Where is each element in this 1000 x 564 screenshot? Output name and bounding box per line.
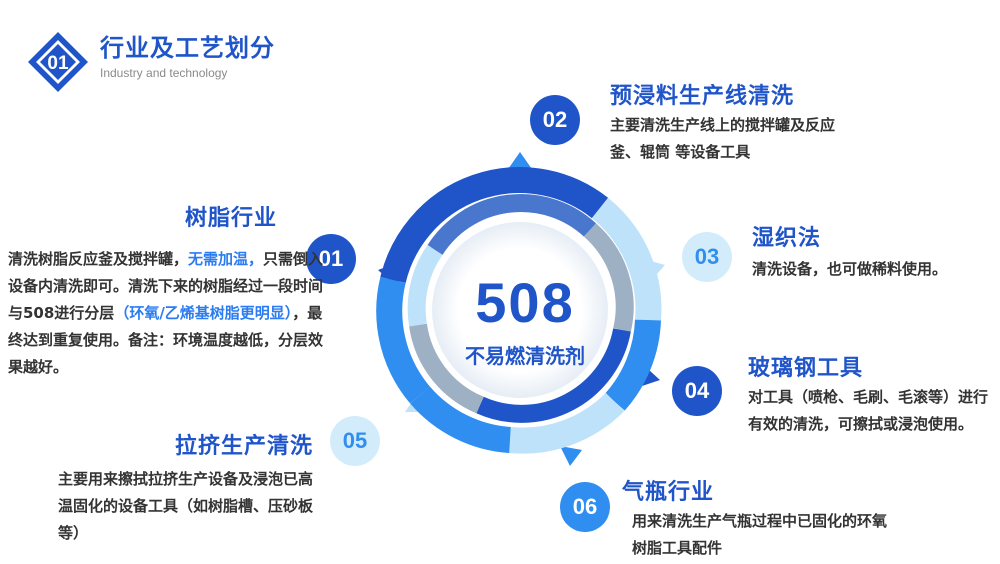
ring-seg-light-bottom xyxy=(508,392,625,454)
inner-seg-dark-bottom xyxy=(476,328,631,423)
item-02-title: 预浸料生产线清洗 xyxy=(610,84,795,109)
item-01-desc-highlight: 无需加温， xyxy=(188,250,264,268)
center-number: 508 xyxy=(475,271,575,334)
item-04-desc: 对工具（喷枪、毛刷、毛滚等）进行有效的清洗，可擦拭或浸泡使用。 xyxy=(748,388,989,433)
pointer-06 xyxy=(560,446,582,466)
center-disc xyxy=(432,222,608,398)
header-badge: 01 xyxy=(28,32,88,92)
center-ring xyxy=(376,152,665,466)
item-05-desc: 主要用来擦拭拉挤生产设备及浸泡已高温固化的设备工具（如树脂槽、压砂板等） xyxy=(58,470,314,542)
item-03-desc: 清洗设备，也可做稀料使用。 xyxy=(752,260,948,278)
inner-seg-light-left2 xyxy=(407,244,443,327)
item-06-title: 气瓶行业 xyxy=(622,480,715,505)
header-badge-number: 01 xyxy=(47,53,69,74)
page-title: 行业及工艺划分 xyxy=(100,34,275,62)
inner-seg-gray xyxy=(427,194,597,256)
item-01-desc: 清洗树脂反应釜及搅拌罐，无需加温，只需倒入设备内清洗即可。清洗下来的树脂经过一段… xyxy=(8,246,328,381)
item-02-badge: 02 xyxy=(530,95,580,145)
item-04-badge: 04 xyxy=(672,366,722,416)
item-05-title: 拉挤生产清洗 xyxy=(175,434,314,459)
item-06-badge: 06 xyxy=(560,482,610,532)
ring-seg-light-right xyxy=(591,197,662,322)
item-01-desc-part: 只需倒入设备内清洗即可。清洗下来的树脂经过一段时间与508进行分层 xyxy=(8,250,324,322)
item-01-title: 树脂行业 xyxy=(185,206,278,231)
ring-seg-blue-right xyxy=(605,319,661,411)
pointer-02 xyxy=(506,152,534,172)
item-01-badge: 01 xyxy=(306,234,356,284)
item-02-desc: 主要清洗生产线上的搅拌罐及反应釜、辊筒 等设备工具 xyxy=(610,116,836,161)
ring-seg-blue-left xyxy=(376,276,431,404)
item-05-badge: 05 xyxy=(330,416,380,466)
inner-seg-light-left xyxy=(409,323,484,414)
item-04-title: 玻璃钢工具 xyxy=(748,356,864,381)
item-01-desc-part: ，最终达到重复使用。备注：环境温度越低，分层效果越好。 xyxy=(8,304,324,376)
inner-seg-gray-right xyxy=(583,223,634,333)
item-01-desc-part: 清洗树脂反应釜及搅拌罐， xyxy=(8,250,189,268)
item-01-desc-highlight: （环氧/乙烯基树脂更明显） xyxy=(114,304,293,322)
item-06-desc: 用来清洗生产气瓶过程中已固化的环氧树脂工具配件 xyxy=(632,512,888,557)
page-subtitle: Industry and technology xyxy=(100,66,228,80)
center-label: 不易燃清洗剂 xyxy=(465,344,585,368)
ring-seg-dark-bottom xyxy=(410,386,512,453)
item-03-badge: 03 xyxy=(682,232,732,282)
item-03-title: 湿织法 xyxy=(752,226,822,251)
ring-seg-dark-top xyxy=(380,167,609,284)
